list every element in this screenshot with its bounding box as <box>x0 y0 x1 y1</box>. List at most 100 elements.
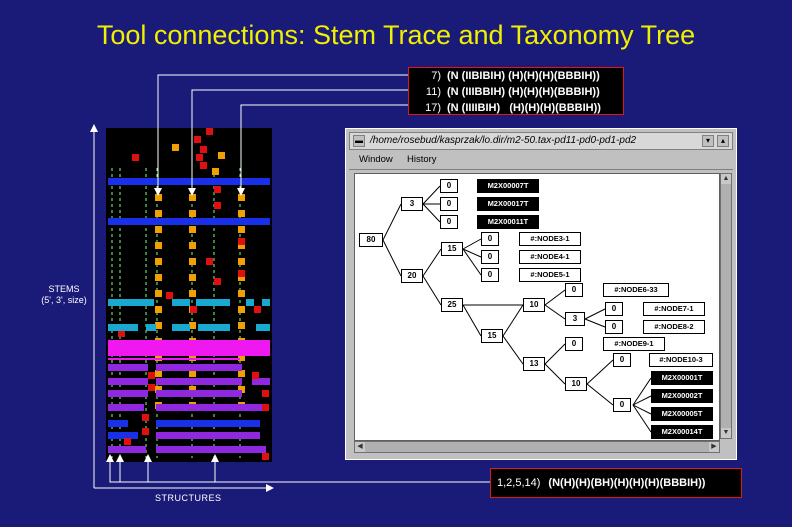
stem-cell <box>189 274 196 281</box>
tree-node[interactable]: 20 <box>401 269 423 283</box>
stem-cell <box>118 330 125 337</box>
tree-node[interactable]: 0 <box>440 197 458 211</box>
stem-cell <box>155 242 162 249</box>
stem-cell <box>189 354 196 361</box>
tree-node[interactable]: 13 <box>523 357 545 371</box>
tree-node[interactable]: 15 <box>481 329 503 343</box>
stem-cell <box>238 226 245 233</box>
tree-hash-node[interactable]: #:NODE9-1 <box>603 337 665 351</box>
tree-node[interactable]: 0 <box>605 320 623 334</box>
stem-cell <box>246 299 254 306</box>
stem-cell <box>238 370 245 377</box>
scroll-up-icon[interactable]: ▲ <box>721 174 731 184</box>
tree-hash-node[interactable]: #:NODE7-1 <box>643 302 705 316</box>
stem-cell <box>238 210 245 217</box>
stem-band <box>108 299 154 306</box>
stem-cell <box>155 370 162 377</box>
tree-node[interactable]: 0 <box>565 337 583 351</box>
stem-cell <box>142 428 149 435</box>
stem-cell <box>156 432 260 439</box>
tree-node[interactable]: 0 <box>605 302 623 316</box>
stem-cell <box>200 162 207 169</box>
leaf-structure[interactable]: M2X00014T <box>651 425 713 439</box>
tree-hash-node[interactable]: #:NODE4-1 <box>519 250 581 264</box>
stem-cell <box>155 306 162 313</box>
stem-cell <box>189 258 196 265</box>
vertical-scrollbar[interactable]: ▲ ▼ <box>720 173 732 439</box>
stem-cell <box>172 144 179 151</box>
leaf-structure[interactable]: M2X00011T <box>477 215 539 229</box>
tree-hash-node[interactable]: #:NODE8-2 <box>643 320 705 334</box>
stem-cell <box>252 372 259 379</box>
stem-band <box>108 340 270 356</box>
leaf-structure[interactable]: M2X00007T <box>477 179 539 193</box>
scroll-right-icon[interactable]: ▶ <box>709 442 719 452</box>
stem-cell <box>156 378 242 385</box>
tree-hash-node[interactable]: #:NODE5-1 <box>519 268 581 282</box>
leaf-structure[interactable]: M2X00002T <box>651 389 713 403</box>
stem-cell <box>238 194 245 201</box>
tree-node[interactable]: 0 <box>613 353 631 367</box>
tree-node[interactable]: 0 <box>481 250 499 264</box>
stem-cell <box>206 258 213 265</box>
stem-band <box>108 324 138 331</box>
taxonomy-window[interactable]: ▬ /home/rosebud/kasprzak/lo.dir/m2-50.ta… <box>345 128 737 460</box>
stem-cell <box>206 128 213 135</box>
stems-axis-label: STEMS (5', 3', size) <box>41 284 87 305</box>
leaf-structure[interactable]: M2X00005T <box>651 407 713 421</box>
tree-node[interactable]: 3 <box>565 312 585 326</box>
stem-cell <box>196 154 203 161</box>
stem-cell <box>146 324 156 331</box>
stem-band <box>196 299 230 306</box>
stem-cell <box>238 290 245 297</box>
structures-axis-label: STRUCTURES <box>155 493 222 503</box>
tree-node-root[interactable]: 80 <box>359 233 383 247</box>
tree-node[interactable]: 0 <box>481 232 499 246</box>
menu-history[interactable]: History <box>407 154 437 165</box>
stem-cell <box>155 290 162 297</box>
stem-cell <box>108 420 128 427</box>
stem-cell <box>108 446 146 453</box>
tree-node[interactable]: 25 <box>441 298 463 312</box>
tree-node[interactable]: 0 <box>613 398 631 412</box>
stem-cell <box>108 390 148 397</box>
tree-node[interactable]: 0 <box>440 215 458 229</box>
stem-band <box>108 218 270 225</box>
stem-cell <box>189 210 196 217</box>
scroll-left-icon[interactable]: ◀ <box>355 442 365 452</box>
stem-cell <box>262 299 270 306</box>
tree-node[interactable]: 0 <box>565 283 583 297</box>
tree-hash-node[interactable]: #:NODE10-3 <box>649 353 713 367</box>
stem-cell <box>190 306 197 313</box>
stem-trace-matrix <box>106 128 272 462</box>
stem-cell <box>189 370 196 377</box>
stem-cell <box>238 322 245 329</box>
leaf-structure[interactable]: M2X00017T <box>477 197 539 211</box>
stem-cell <box>238 274 245 281</box>
tree-node[interactable]: 15 <box>441 242 463 256</box>
stem-band <box>108 364 148 371</box>
stem-cell <box>124 438 131 445</box>
tree-hash-node[interactable]: #:NODE6-33 <box>603 283 669 297</box>
scroll-down-icon[interactable]: ▼ <box>721 428 731 438</box>
window-menu-icon[interactable]: ▬ <box>353 135 365 147</box>
horizontal-scrollbar[interactable]: ◀ ▶ <box>354 441 720 453</box>
tree-node[interactable]: 10 <box>523 298 545 312</box>
stem-cell <box>108 404 144 411</box>
tree-node[interactable]: 0 <box>481 268 499 282</box>
tree-node[interactable]: 0 <box>440 179 458 193</box>
minimize-icon[interactable]: ▾ <box>702 135 714 147</box>
leaf-structure[interactable]: M2X00001T <box>651 371 713 385</box>
tree-node[interactable]: 3 <box>401 197 423 211</box>
stem-cell <box>156 390 242 397</box>
stem-cell <box>262 404 269 411</box>
tree-node[interactable]: 10 <box>565 377 587 391</box>
stem-cell <box>142 414 149 421</box>
maximize-icon[interactable]: ▴ <box>717 135 729 147</box>
stem-cell <box>189 386 196 393</box>
menu-window[interactable]: Window <box>359 154 393 165</box>
window-titlebar[interactable]: ▬ /home/rosebud/kasprzak/lo.dir/m2-50.ta… <box>349 132 733 150</box>
tree-canvas: 80 3 20 0 0 0 M2X00007T M2X00017T M2X000… <box>354 173 720 441</box>
tree-hash-node[interactable]: #:NODE3-1 <box>519 232 581 246</box>
legend-row: 17)(N (IIIIBIH) (H)(H)(H)(BBBIH)) <box>425 102 601 114</box>
